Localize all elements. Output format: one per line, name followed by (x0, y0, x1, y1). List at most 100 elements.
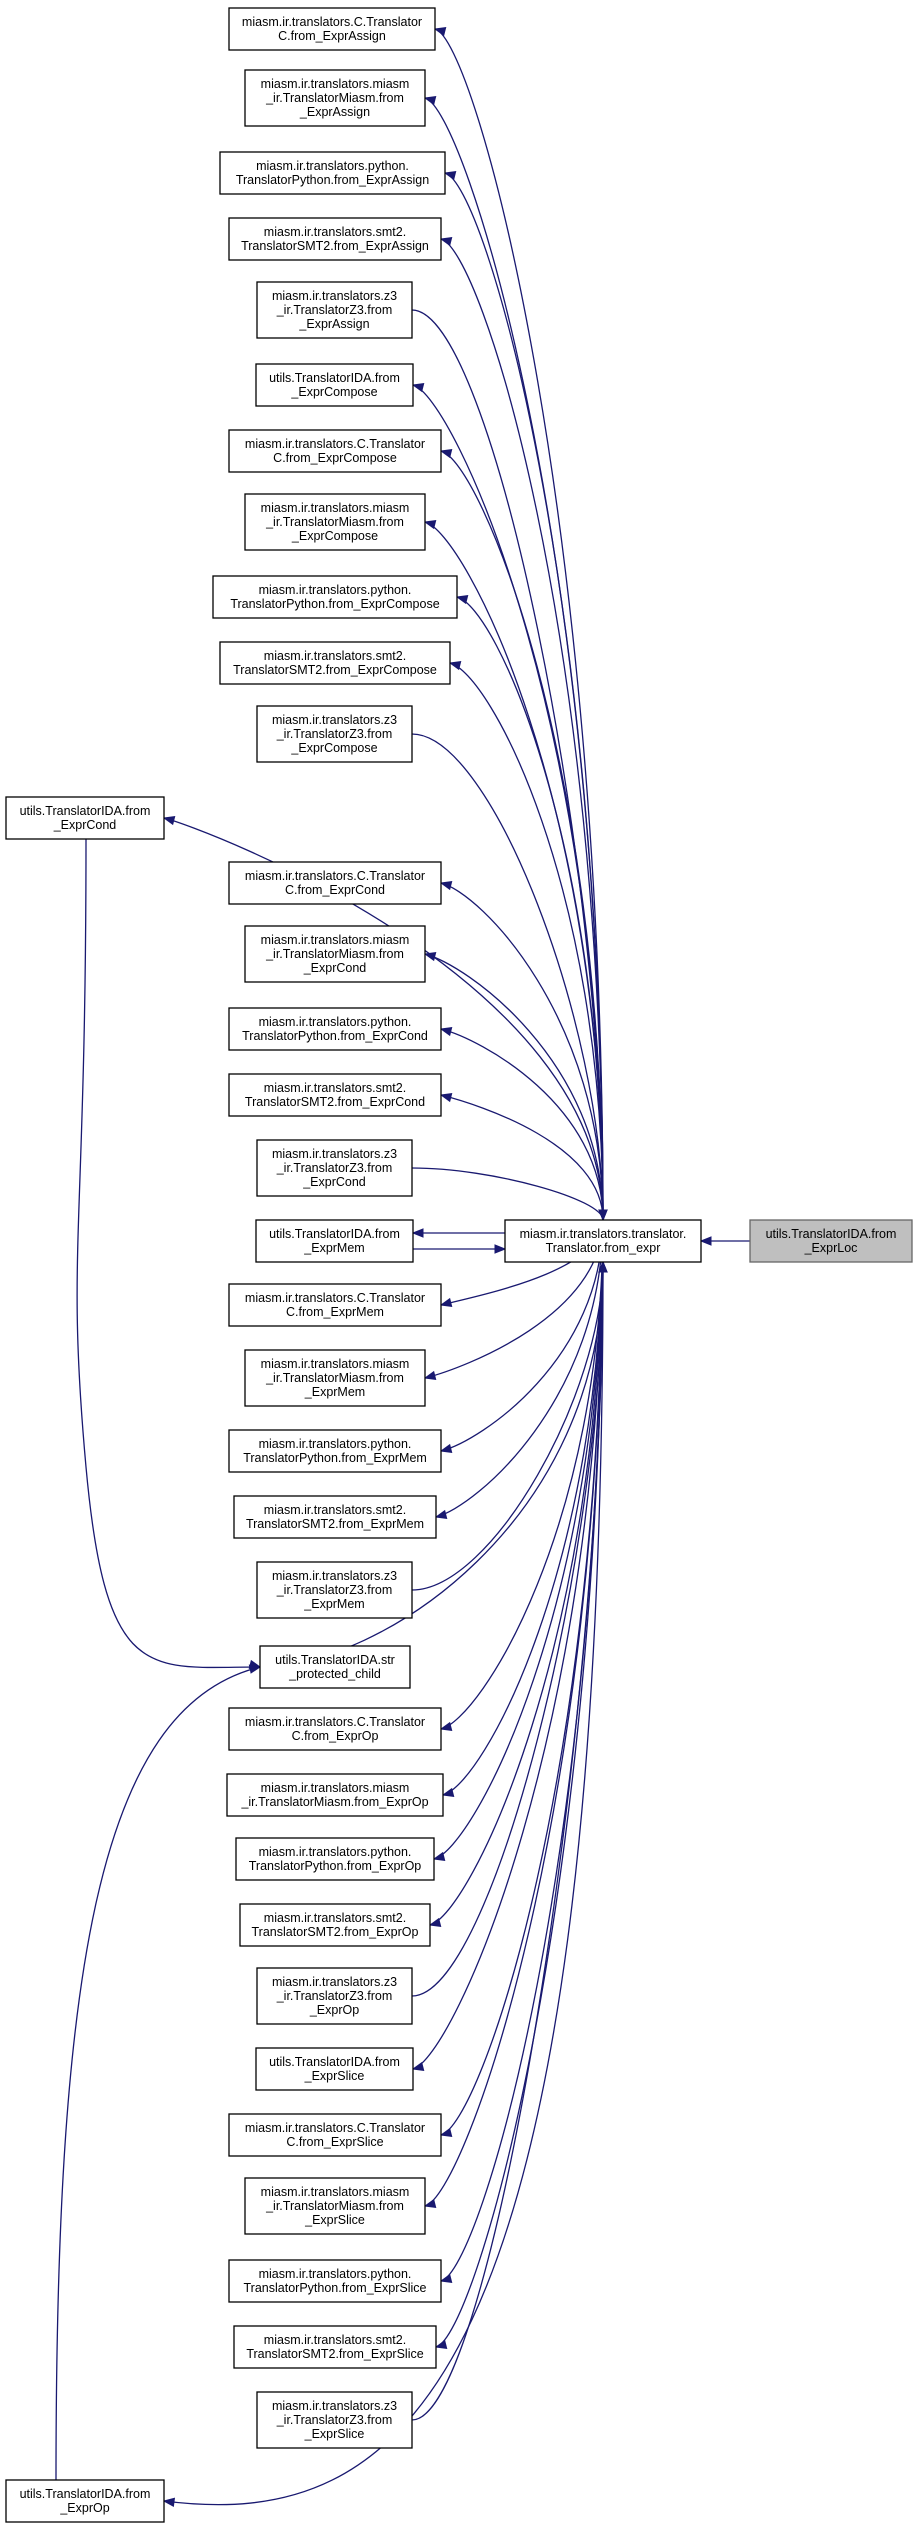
node-mem-smt2[interactable]: miasm.ir.translators.smt2.TranslatorSMT2… (233, 1495, 437, 1539)
node-box (233, 2325, 437, 2369)
node-label-line: _ir.TranslatorMiasm.from (265, 2199, 404, 2213)
node-label-line: utils.TranslatorIDA.from (20, 804, 151, 818)
call-edge (434, 1219, 604, 1520)
node-slice-smt2[interactable]: miasm.ir.translators.smt2.TranslatorSMT2… (233, 2325, 437, 2369)
node-label-line: _ExprCond (302, 1175, 366, 1189)
node-label-line: TranslatorPython.from_ExprCond (242, 1029, 428, 1043)
node-assign-smt2[interactable]: miasm.ir.translators.smt2.TranslatorSMT2… (228, 217, 442, 261)
node-box (228, 2259, 442, 2303)
call-edge (55, 1664, 262, 2481)
node-label-line: _ExprCompose (290, 385, 377, 399)
node-assign-z3[interactable]: miasm.ir.translators.z3_ir.TranslatorZ3.… (256, 281, 413, 339)
edge-path (412, 1219, 604, 2070)
node-compose-z3[interactable]: miasm.ir.translators.z3_ir.TranslatorZ3.… (256, 705, 413, 763)
node-from-expr[interactable]: miasm.ir.translators.translator.Translat… (504, 1219, 702, 1263)
arrow-head (439, 1026, 453, 1037)
node-box (226, 1773, 444, 1817)
node-label-line: miasm.ir.translators.z3 (272, 1569, 397, 1583)
node-label-line: utils.TranslatorIDA.from (269, 371, 400, 385)
node-cond-smt2[interactable]: miasm.ir.translators.smt2.TranslatorSMT2… (228, 1073, 442, 1117)
call-edge (411, 1228, 505, 1238)
node-box (256, 1561, 413, 1619)
node-label-line: miasm.ir.translators.python. (259, 1015, 412, 1029)
node-slice-z3[interactable]: miasm.ir.translators.z3_ir.TranslatorZ3.… (256, 2391, 413, 2449)
node-cond-ida[interactable]: utils.TranslatorIDA.from_ExprCond (5, 796, 165, 840)
node-assign-miasm[interactable]: miasm.ir.translators.miasm_ir.Translator… (244, 69, 426, 127)
node-label-line: miasm.ir.translators.z3 (272, 1975, 397, 1989)
node-box (244, 925, 426, 983)
node-label-line: _ir.TranslatorZ3.from (276, 727, 393, 741)
node-slice-c[interactable]: miasm.ir.translators.C.TranslatorC.from_… (228, 2113, 442, 2157)
node-label-line: TranslatorSMT2.from_ExprCond (245, 1095, 425, 1109)
node-label-line: utils.TranslatorIDA.from (766, 1227, 897, 1241)
node-label-line: Translator.from_expr (546, 1241, 661, 1255)
node-mem-c[interactable]: miasm.ir.translators.C.TranslatorC.from_… (228, 1283, 442, 1327)
node-cond-python[interactable]: miasm.ir.translators.python.TranslatorPy… (228, 1007, 442, 1051)
call-edge (455, 594, 604, 1221)
edge-path (411, 1261, 604, 1591)
node-label-line: _ExprAssign (298, 317, 369, 331)
node-compose-ida[interactable]: utils.TranslatorIDA.from_ExprCompose (255, 363, 414, 407)
node-slice-ida[interactable]: utils.TranslatorIDA.from_ExprSlice (255, 2047, 414, 2091)
node-label-line: miasm.ir.translators.C.Translator (245, 2121, 425, 2135)
node-op-miasm[interactable]: miasm.ir.translators.miasm_ir.Translator… (226, 1773, 444, 1817)
node-op-smt2[interactable]: miasm.ir.translators.smt2.TranslatorSMT2… (239, 1903, 431, 1947)
node-label-line: TranslatorPython.from_ExprAssign (236, 173, 429, 187)
node-cond-c[interactable]: miasm.ir.translators.C.TranslatorC.from_… (228, 861, 442, 905)
node-label-line: miasm.ir.translators.python. (256, 159, 409, 173)
call-edge (411, 733, 608, 1222)
node-op-python[interactable]: miasm.ir.translators.python.TranslatorPy… (235, 1837, 435, 1881)
node-box (228, 1073, 442, 1117)
node-cond-z3[interactable]: miasm.ir.translators.z3_ir.TranslatorZ3.… (256, 1139, 413, 1197)
node-slice-python[interactable]: miasm.ir.translators.python.TranslatorPy… (228, 2259, 442, 2303)
node-box (228, 2113, 442, 2157)
node-compose-c[interactable]: miasm.ir.translators.C.TranslatorC.from_… (228, 429, 442, 473)
edge-path (449, 662, 604, 1221)
node-mem-z3[interactable]: miasm.ir.translators.z3_ir.TranslatorZ3.… (256, 1561, 413, 1619)
node-box (255, 2047, 414, 2091)
node-exprloc[interactable]: utils.TranslatorIDA.from_ExprLoc (749, 1219, 913, 1263)
call-edge (423, 951, 604, 1221)
edge-path (411, 1167, 604, 1221)
call-edge (441, 1219, 604, 1798)
node-box (228, 1007, 442, 1051)
edge-path (76, 838, 261, 1669)
node-compose-smt2[interactable]: miasm.ir.translators.smt2.TranslatorSMT2… (219, 641, 451, 685)
node-op-z3[interactable]: miasm.ir.translators.z3_ir.TranslatorZ3.… (256, 1967, 413, 2025)
node-box (244, 2177, 426, 2235)
node-compose-python[interactable]: miasm.ir.translators.python.TranslatorPy… (212, 575, 458, 619)
node-mem-miasm[interactable]: miasm.ir.translators.miasm_ir.Translator… (244, 1349, 426, 1407)
node-label-line: TranslatorPython.from_ExprSlice (244, 2281, 427, 2295)
node-label-line: _ir.TranslatorZ3.from (276, 1583, 393, 1597)
edge-path (442, 1219, 604, 1796)
node-str-protected[interactable]: utils.TranslatorIDA.str_protected_child (259, 1645, 411, 1689)
arrow-head (423, 95, 437, 106)
node-op-ida[interactable]: utils.TranslatorIDA.from_ExprOp (5, 2479, 165, 2523)
node-box (228, 1283, 442, 1327)
node-label-line: C.from_ExprCond (285, 883, 385, 897)
node-label-line: TranslatorPython.from_ExprMem (243, 1451, 427, 1465)
node-cond-miasm[interactable]: miasm.ir.translators.miasm_ir.Translator… (244, 925, 426, 983)
call-edge (439, 1219, 604, 1454)
node-slice-miasm[interactable]: miasm.ir.translators.miasm_ir.Translator… (244, 2177, 426, 2235)
node-box (239, 1903, 431, 1947)
node-label-line: miasm.ir.translators.C.Translator (245, 437, 425, 451)
node-box (255, 1219, 414, 1263)
node-label-line: C.from_ExprMem (286, 1305, 384, 1319)
node-assign-c[interactable]: miasm.ir.translators.C.TranslatorC.from_… (228, 7, 436, 51)
node-label-line: TranslatorSMT2.from_ExprAssign (241, 239, 429, 253)
node-mem-ida[interactable]: utils.TranslatorIDA.from_ExprMem (255, 1219, 414, 1263)
node-assign-python[interactable]: miasm.ir.translators.python.TranslatorPy… (219, 151, 446, 195)
arrow-head (494, 1244, 507, 1254)
node-box (212, 575, 458, 619)
edge-path (440, 238, 604, 1221)
node-compose-miasm[interactable]: miasm.ir.translators.miasm_ir.Translator… (244, 493, 426, 551)
arrow-head (411, 1228, 424, 1238)
node-mem-python[interactable]: miasm.ir.translators.python.TranslatorPy… (228, 1429, 442, 1473)
node-op-c[interactable]: miasm.ir.translators.C.TranslatorC.from_… (228, 1707, 442, 1751)
node-label-line: miasm.ir.translators.python. (259, 1437, 412, 1451)
arrow-head (423, 2198, 437, 2209)
edge-layer (55, 26, 750, 2508)
node-label-line: miasm.ir.translators.python. (259, 583, 412, 597)
call-edge (411, 1167, 608, 1222)
